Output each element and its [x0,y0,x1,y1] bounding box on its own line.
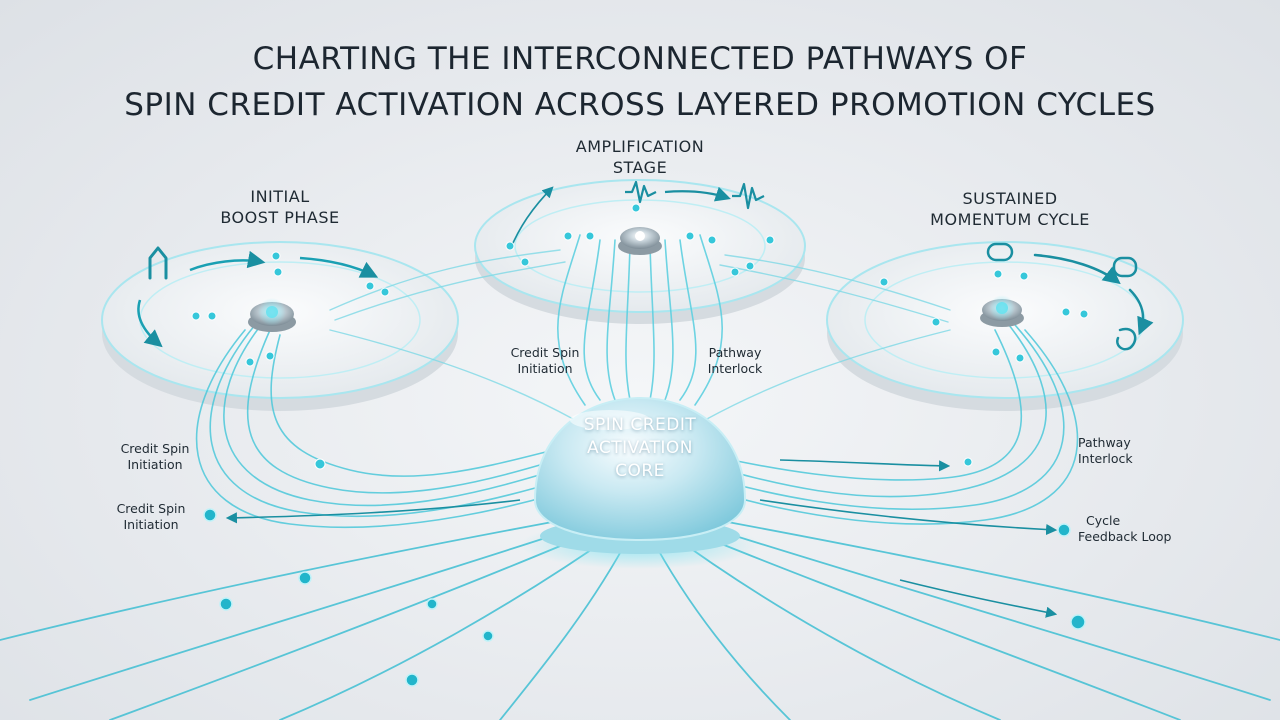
annotation-credit-spin-left-lower: Credit Spin Initiation [116,501,186,532]
core-label: SPIN CREDIT ACTIVATION CORE [583,415,697,481]
page-title: CHARTING THE INTERCONNECTED PATHWAYS OF … [0,36,1280,128]
annotation-cycle-feedback-loop: Cycle Feedback Loop [1078,513,1172,544]
circular-arrows-icon [137,250,379,348]
flow-center-down [557,234,723,406]
title-line-1: CHARTING THE INTERCONNECTED PATHWAYS OF [252,41,1028,77]
refresh-loop-icon [986,242,1154,351]
activation-core [520,396,760,569]
hub-node-sustained [980,295,1024,327]
hub-node-initial [248,298,296,332]
flow-lines [0,234,1280,720]
annotation-credit-spin-left-upper: Credit Spin Initiation [120,441,190,472]
annotation-credit-spin-center: Credit Spin Initiation [510,345,580,376]
stage-label-initial-boost: INITIAL BOOST PHASE [220,187,340,227]
stage-label-amplification: AMPLIFICATION STAGE [575,137,705,177]
stage-label-sustained-momentum: SUSTAINED MOMENTUM CYCLE [930,189,1090,229]
annotation-pathway-interlock-right: Pathway Interlock [1078,435,1133,466]
arrow-to-pathway-interlock-right [779,459,951,472]
flow-right-down [679,319,1079,525]
arrow-to-cycle-feedback [759,499,1058,536]
glow-dots [191,203,1089,470]
flow-left-down [195,319,601,529]
hub-node-amplification [618,227,662,255]
boost-up-arrow-icon [148,246,168,280]
arrow-lower-right [899,579,1058,618]
flow-cross-links [329,249,951,421]
outflow-beads [203,508,1086,687]
waveform-icon [625,180,765,210]
title-line-2: SPIN CREDIT ACTIVATION ACROSS LAYERED PR… [124,87,1156,123]
annotation-pathway-interlock-center: Pathway Interlock [707,345,763,376]
arrow-to-credit-spin-left-lower [225,499,521,524]
